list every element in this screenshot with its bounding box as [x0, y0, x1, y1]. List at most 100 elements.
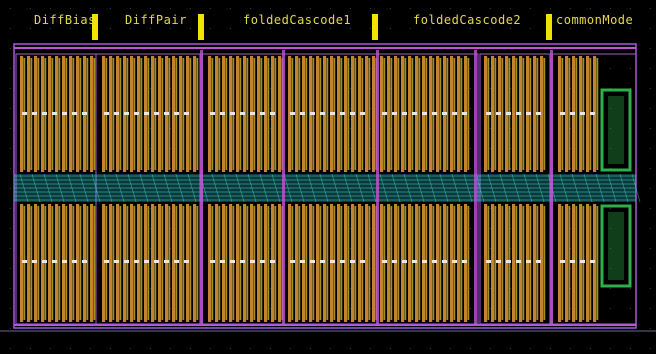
transistor-finger-bottom	[102, 204, 106, 322]
transistor-finger-top	[586, 56, 590, 172]
transistor-finger-bottom	[236, 204, 240, 322]
grid-dot	[270, 308, 271, 309]
transistor-finger-bottom	[337, 204, 341, 322]
transistor-finger-bottom	[130, 204, 134, 322]
grid-dot	[150, 288, 151, 289]
grid-dot	[650, 168, 651, 169]
device-pin-label	[134, 112, 139, 115]
grid-dot	[390, 8, 391, 9]
grid-dot	[150, 308, 151, 309]
grid-dot	[270, 288, 271, 289]
device-pin-label	[486, 112, 491, 115]
device-pin-label	[42, 112, 47, 115]
grid-dot	[590, 188, 591, 189]
block-label-commonmode: commonMode	[556, 13, 634, 27]
device-pin-label	[72, 260, 77, 263]
transistor-finger-top	[236, 56, 240, 172]
grid-dot	[170, 308, 171, 309]
transistor-finger-bottom	[512, 204, 516, 322]
transistor-finger-top	[257, 56, 261, 172]
grid-dot	[490, 308, 491, 309]
device-pin-label	[220, 112, 225, 115]
grid-dot	[590, 8, 591, 9]
grid-dot	[350, 28, 351, 29]
transistor-finger-bottom-metal	[326, 206, 329, 320]
grid-dot	[610, 268, 611, 269]
grid-dot	[130, 28, 131, 29]
device-pin-label	[590, 260, 595, 263]
device-pin-label	[134, 260, 139, 263]
transistor-finger-bottom	[215, 204, 219, 322]
device-pin-label	[154, 112, 159, 115]
grid-dot	[10, 8, 11, 9]
device-pin-label	[462, 260, 467, 263]
routing-via	[619, 173, 629, 203]
grid-dot	[10, 68, 11, 69]
grid-dot	[470, 148, 471, 149]
grid-dot	[150, 148, 151, 149]
grid-dot	[210, 28, 211, 29]
transistor-finger-top-metal	[390, 58, 393, 170]
transistor-finger-top	[380, 56, 384, 172]
grid-dot	[650, 8, 651, 9]
transistor-finger-top	[450, 56, 454, 172]
grid-dot	[490, 288, 491, 289]
grid-dot	[390, 28, 391, 29]
grid-dot	[90, 28, 91, 29]
transistor-finger-top	[151, 56, 155, 172]
device-pin-label	[240, 112, 245, 115]
grid-dot	[110, 28, 111, 29]
grid-dot	[570, 168, 571, 169]
grid-dot	[430, 28, 431, 29]
grid-dot	[410, 28, 411, 29]
grid-dot	[270, 228, 271, 229]
grid-dot	[630, 8, 631, 9]
grid-dot	[350, 208, 351, 209]
transistor-finger-top	[193, 56, 197, 172]
device-pin-label	[32, 112, 37, 115]
transistor-finger-top	[109, 56, 113, 172]
grid-dot	[170, 268, 171, 269]
grid-dot	[270, 148, 271, 149]
device-pin-label	[220, 260, 225, 263]
device-pin-label	[412, 260, 417, 263]
grid-dot	[570, 28, 571, 29]
grid-dot	[650, 328, 651, 329]
grid-dot	[270, 348, 271, 349]
grid-dot	[490, 148, 491, 149]
transistor-finger-bottom	[436, 204, 440, 322]
block-label-foldedcascode1: foldedCascode1	[243, 13, 352, 27]
device-pin-label	[72, 112, 77, 115]
grid-dot	[570, 148, 571, 149]
transistor-finger-top	[158, 56, 162, 172]
transistor-finger-bottom	[158, 204, 162, 322]
grid-dot	[370, 28, 371, 29]
grid-dot	[170, 288, 171, 289]
transistor-finger-top-metal	[246, 58, 249, 170]
routing-via	[583, 173, 593, 203]
transistor-finger-top-metal	[119, 58, 122, 170]
transistor-finger-bottom-metal	[460, 206, 463, 320]
grid-dot	[570, 268, 571, 269]
grid-dot	[10, 148, 11, 149]
routing-via	[103, 173, 113, 203]
grid-dot	[50, 28, 51, 29]
grid-dot	[490, 188, 491, 189]
device-pin-label	[104, 112, 109, 115]
grid-dot	[10, 48, 11, 49]
transistor-finger-bottom-metal	[347, 206, 350, 320]
device-pin-label	[52, 260, 57, 263]
grid-dot	[10, 288, 11, 289]
transistor-finger-top	[484, 56, 488, 172]
grid-dot	[470, 108, 471, 109]
grid-dot	[510, 108, 511, 109]
transistor-finger-top	[20, 56, 24, 172]
routing-via	[595, 173, 605, 203]
grid-dot	[10, 308, 11, 309]
grid-dot	[90, 348, 91, 349]
routing-via	[571, 173, 581, 203]
routing-via	[163, 173, 173, 203]
grid-dot	[550, 348, 551, 349]
